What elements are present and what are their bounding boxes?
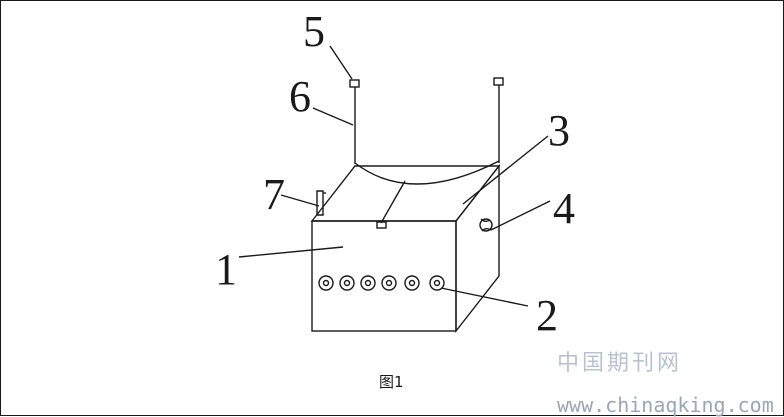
tube-part: [316, 190, 324, 216]
leader-5: [329, 45, 353, 80]
label-6: 6: [289, 72, 311, 121]
pole-cap-left: [349, 79, 360, 88]
top-clip: [376, 221, 387, 229]
label-1: 1: [215, 245, 237, 294]
figure-caption: 图1: [379, 373, 404, 391]
leader-2: [440, 287, 529, 307]
pole-cap-right: [493, 77, 504, 86]
label-4: 4: [553, 184, 575, 233]
leader-4: [490, 200, 551, 231]
leader-7: [280, 194, 320, 207]
outlet-row: [318, 275, 445, 291]
box-top-face: [310, 165, 501, 222]
watermark-name: 中国期刊网: [557, 351, 683, 376]
label-3: 3: [548, 106, 570, 155]
label-5: 5: [303, 7, 325, 56]
fan-icon: [479, 218, 493, 232]
canopy-curve: [354, 160, 500, 185]
watermark-url: www.chinaqking.com: [557, 393, 774, 417]
canopy-hanger: [380, 180, 406, 224]
box-side-face: [455, 163, 500, 334]
leader-6: [312, 107, 354, 126]
leader-3: [462, 135, 549, 205]
leader-1: [238, 246, 344, 258]
label-7: 7: [263, 170, 285, 219]
label-2: 2: [536, 291, 558, 340]
